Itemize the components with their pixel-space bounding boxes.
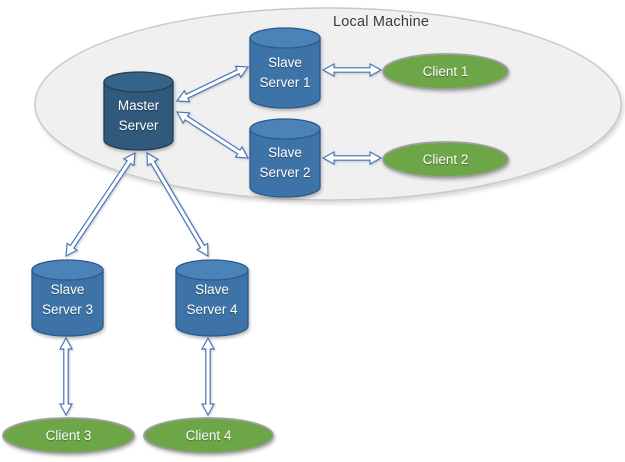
connector-slave4-client4	[200, 336, 216, 417]
client-2-node	[382, 141, 509, 178]
cylinder-body	[103, 81, 174, 151]
connector-slave2-client2	[321, 150, 383, 166]
cylinder-top	[249, 27, 321, 49]
connector-master-slave4	[146, 151, 209, 258]
connector-master-slave3	[65, 151, 136, 258]
cylinder-body	[31, 269, 104, 337]
client-4-node	[143, 417, 274, 454]
slave-server-4-node	[175, 259, 249, 337]
connector-slave3-client3	[58, 336, 74, 417]
local-machine-label: Local Machine	[333, 14, 430, 30]
cylinder-top	[103, 71, 174, 93]
slave-server-2-node	[249, 118, 321, 198]
cylinder-body	[175, 269, 249, 337]
connector-slave1-client1	[321, 62, 383, 78]
cylinder-top	[175, 259, 249, 281]
slave-server-3-node	[31, 259, 104, 337]
cylinder-body	[249, 37, 321, 109]
cylinder-body	[249, 128, 321, 198]
master-server-node	[103, 71, 174, 151]
cylinder-top	[31, 259, 104, 281]
cylinder-top	[249, 118, 321, 140]
connector-master-slave2	[175, 111, 250, 159]
client-1-node	[382, 53, 509, 90]
slave-server-1-node	[249, 27, 321, 109]
connector-master-slave1	[175, 65, 250, 103]
client-3-node	[2, 417, 135, 454]
